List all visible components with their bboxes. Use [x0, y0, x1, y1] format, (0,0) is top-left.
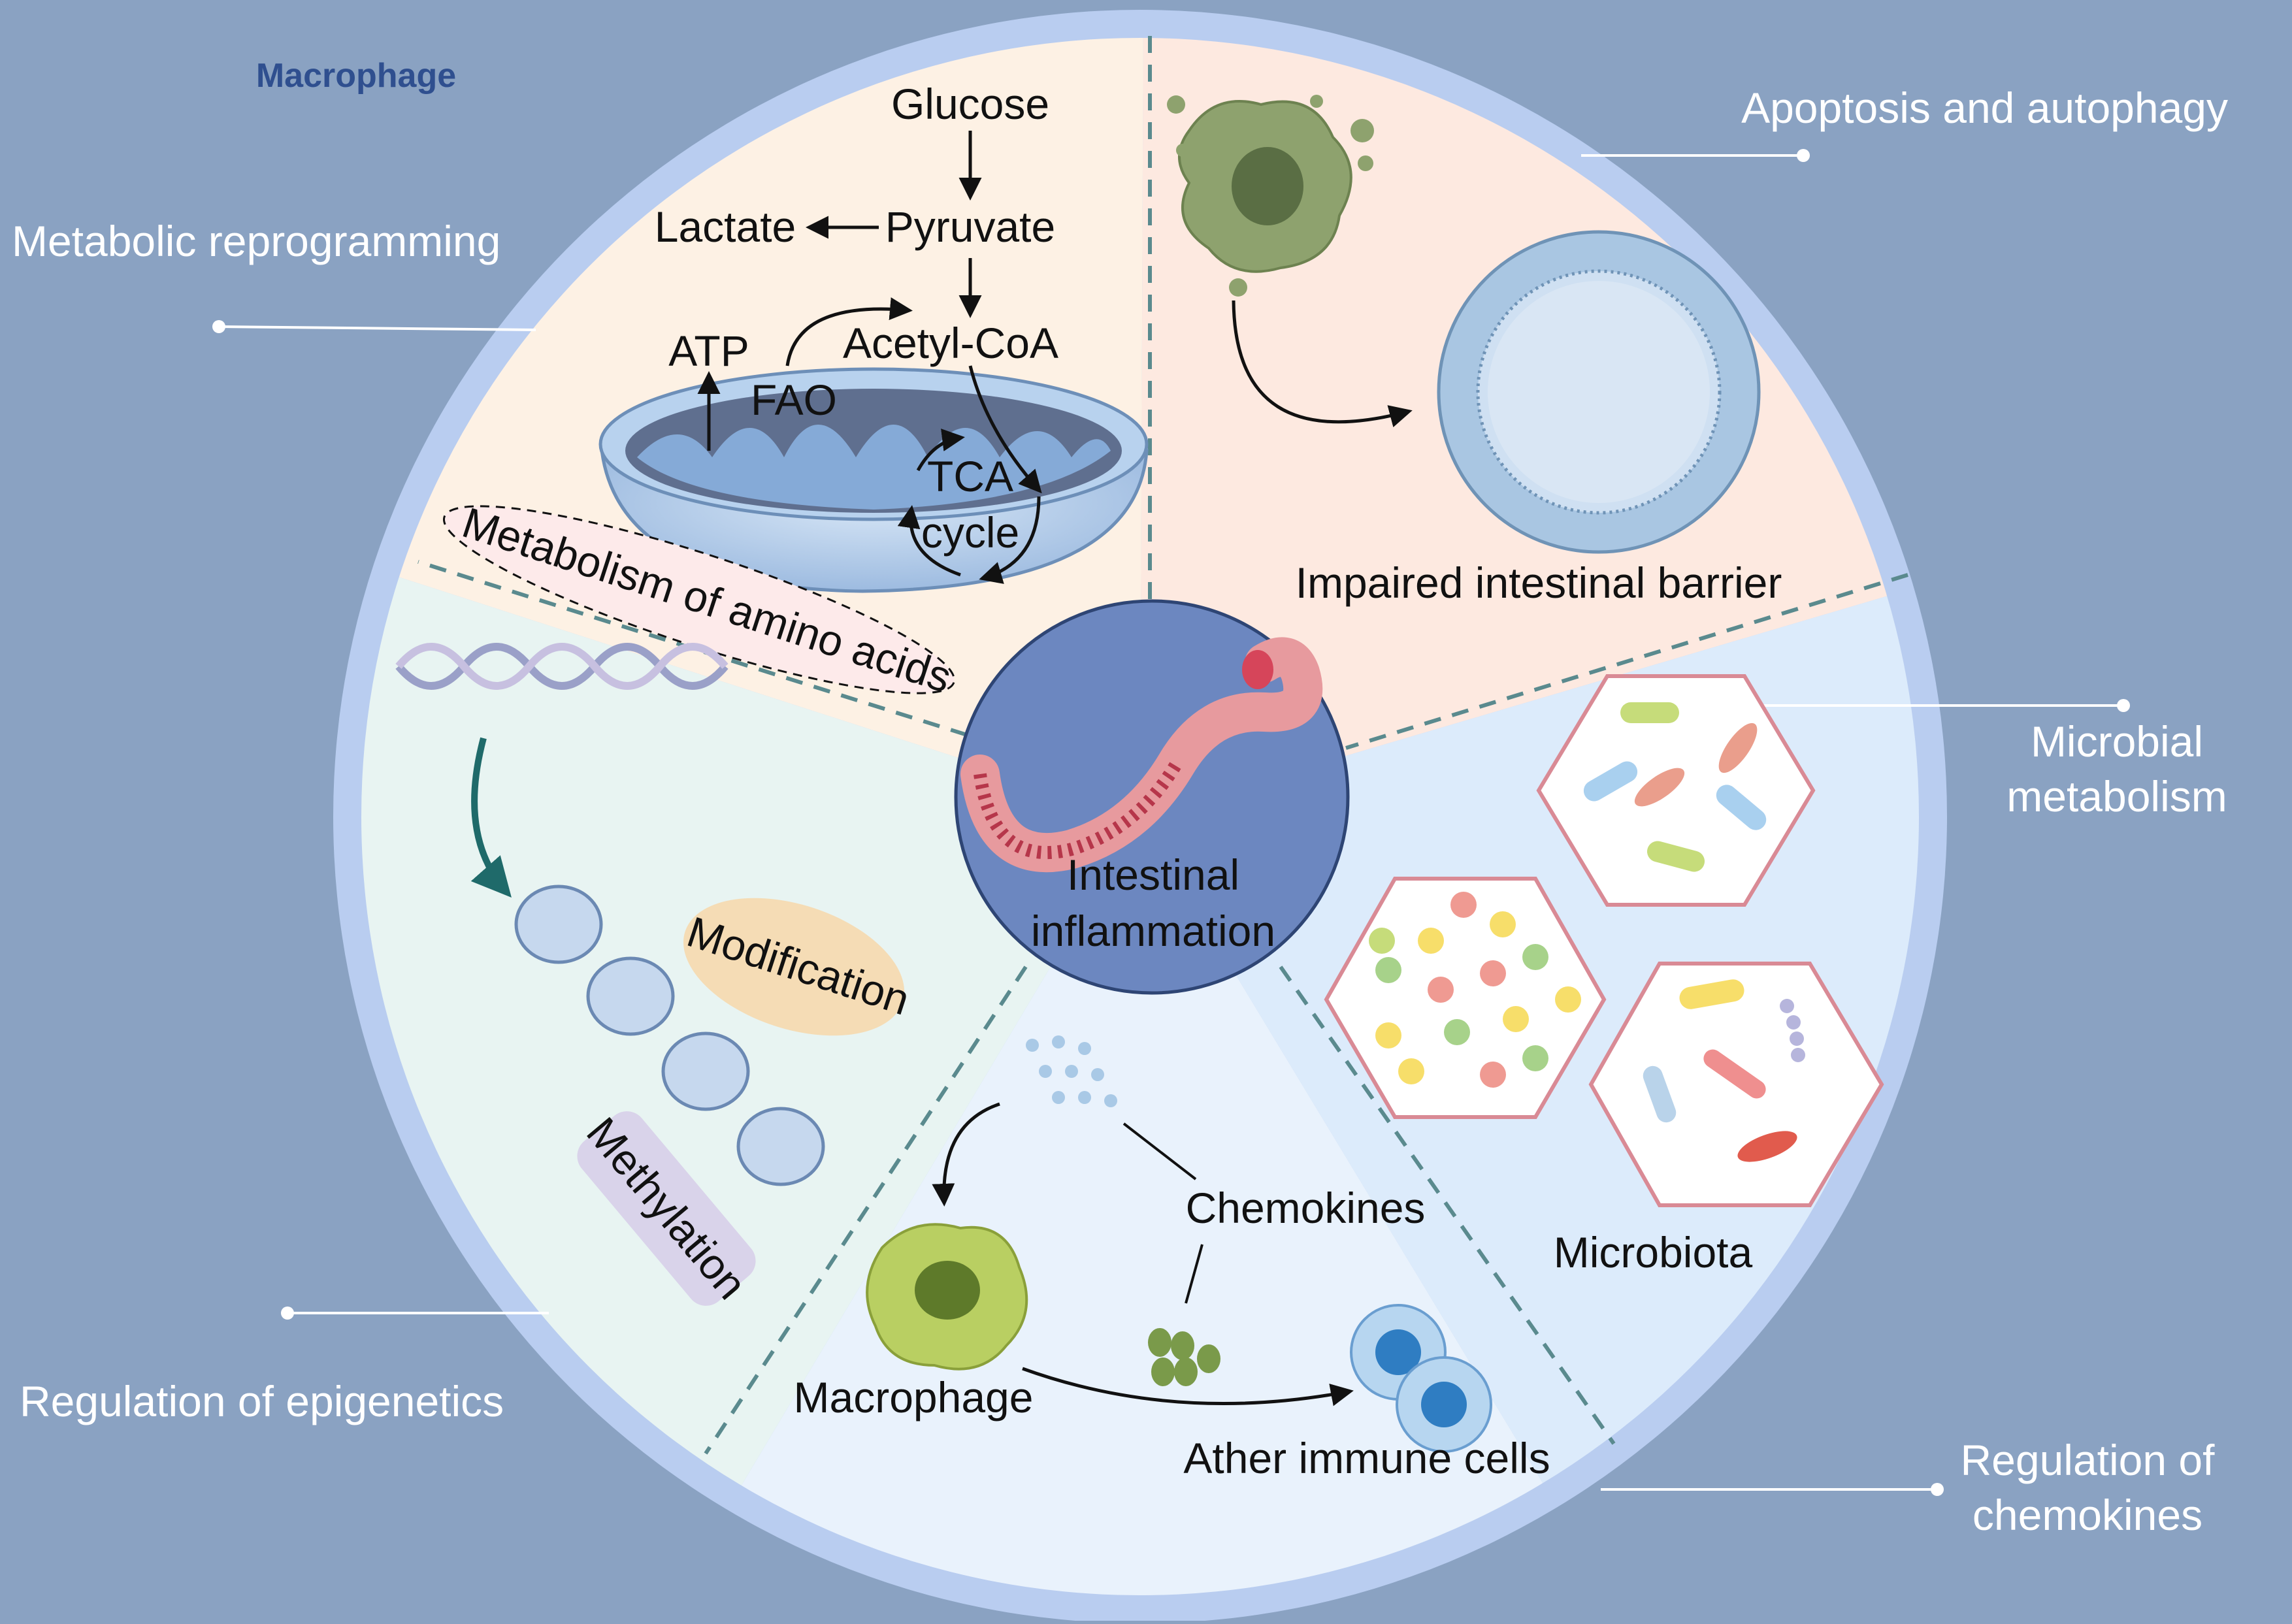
- intestinal-epithelium-ring: [1437, 230, 1761, 554]
- pyruvate-label: Pyruvate: [885, 203, 1055, 251]
- intestine-icon: [960, 637, 1323, 873]
- methylation-badge: [577, 1111, 756, 1306]
- nucleosomes-icon: [514, 885, 825, 1186]
- chemokine-dots-icon: [1026, 1035, 1117, 1107]
- label-microbial-line2: metabolism: [2006, 772, 2227, 820]
- chemokine-leader-bottom: [1185, 1244, 1203, 1304]
- chemokines-label: Chemokines: [1186, 1184, 1426, 1232]
- arrow-acetyl-tca: [968, 365, 1042, 494]
- impaired-barrier-label: Impaired intestinal barrier: [1296, 559, 1782, 607]
- callout-lines: [218, 154, 2123, 1491]
- arrow-macrophage-immune: [1022, 1367, 1354, 1406]
- label-chemokines-line2: chemokines: [1973, 1491, 2202, 1539]
- lactate-label: Lactate: [655, 203, 796, 251]
- microbe-hexagon-left: [1324, 877, 1607, 1119]
- microbiota-label: Microbiota: [1554, 1228, 1753, 1276]
- label-metabolic-reprogramming: Metabolic reprogramming: [12, 217, 500, 265]
- sector-chemokines: [653, 817, 1633, 1595]
- atp-label: ATP: [668, 327, 749, 375]
- metabolism-arrows: [697, 131, 1042, 584]
- macrophage-title: Macrophage: [256, 57, 456, 95]
- callout-dots: [212, 149, 2130, 1496]
- label-regulation-epigenetics: Regulation of epigenetics: [20, 1377, 504, 1425]
- arrow-dna-nucleosome: [470, 737, 512, 898]
- chemokine-granules-icon: [1148, 1328, 1220, 1386]
- arrow-tca-cycle-2: [897, 505, 961, 577]
- microbe-hexagon-top: [1536, 674, 1816, 907]
- chemokine-leader-top: [1122, 1122, 1197, 1180]
- arrow-fao: [785, 297, 913, 366]
- amino-acids-ellipse: [442, 505, 956, 694]
- label-chemokines-line1: Regulation of: [1961, 1436, 2216, 1484]
- mitochondrion-illustration: [598, 367, 1149, 593]
- immune-cells-label: Ather immune cells: [1183, 1434, 1550, 1482]
- modification-bubble: [683, 898, 905, 1036]
- microbe-hexagon-right: [1588, 962, 1884, 1207]
- immune-cells-icon: [1350, 1304, 1492, 1453]
- apoptotic-cell-icon: [1167, 95, 1374, 297]
- fao-label: FAO: [751, 376, 837, 424]
- arrow-chemokine-macrophage: [932, 1102, 1000, 1207]
- glucose-label: Glucose: [891, 80, 1049, 128]
- arrow-apoptosis-barrier: [1232, 300, 1413, 428]
- center-label-line2: inflammation: [1031, 907, 1275, 955]
- tca-label-line2: cycle: [921, 508, 1019, 557]
- arrow-tca-cycle-3: [916, 429, 965, 472]
- acetyl-coa-label: Acetyl-CoA: [843, 319, 1058, 367]
- label-microbial-line1: Microbial: [2031, 717, 2203, 766]
- center-label-line1: Intestinal: [1067, 851, 1239, 899]
- macrophage-label: Macrophage: [794, 1373, 1034, 1421]
- label-apoptosis-autophagy: Apoptosis and autophagy: [1741, 84, 2228, 132]
- tca-label-line1: TCA: [927, 452, 1013, 500]
- dna-helix-icon: [395, 643, 729, 690]
- arrow-tca-cycle-1: [979, 496, 1041, 584]
- macrophage-cell-icon: [866, 1223, 1028, 1371]
